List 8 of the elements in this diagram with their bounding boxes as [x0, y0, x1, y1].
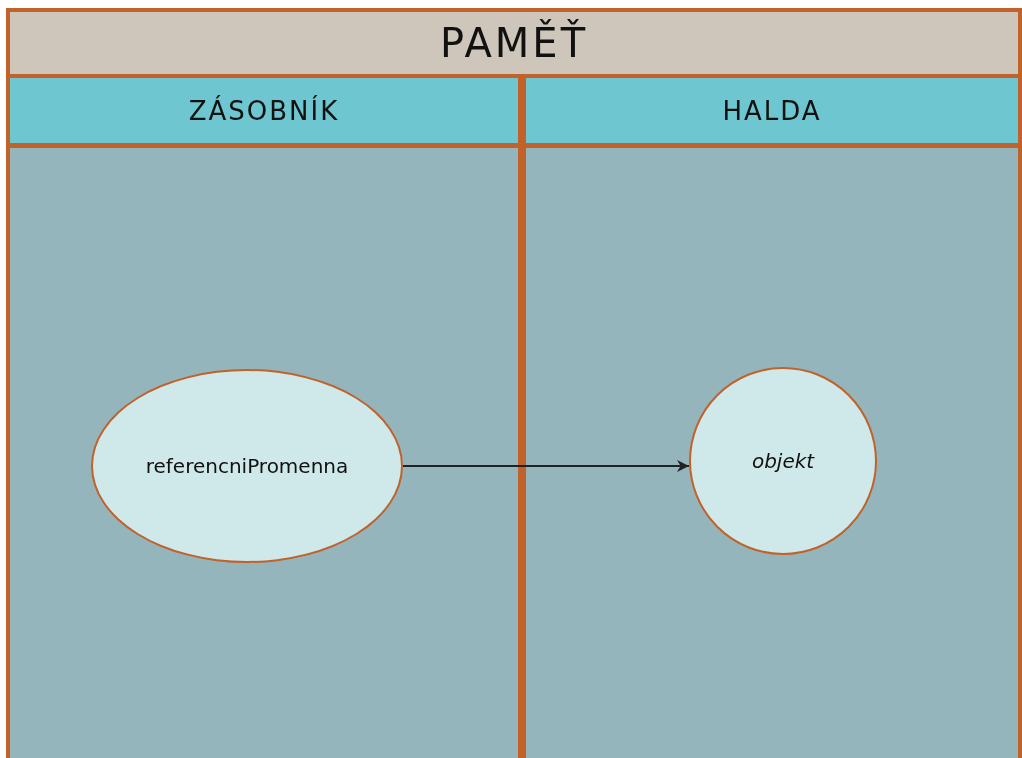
swimlane	[518, 78, 1018, 758]
lane-header: HALDA	[526, 78, 1018, 148]
memory-container	[6, 8, 1022, 758]
node-label: referencniPromenna	[145, 454, 349, 478]
node-label: objekt	[751, 449, 815, 473]
container-title: PAMĚŤ	[10, 12, 1018, 78]
arrow	[402, 460, 690, 472]
lane-header: ZÁSOBNÍK	[10, 78, 518, 148]
